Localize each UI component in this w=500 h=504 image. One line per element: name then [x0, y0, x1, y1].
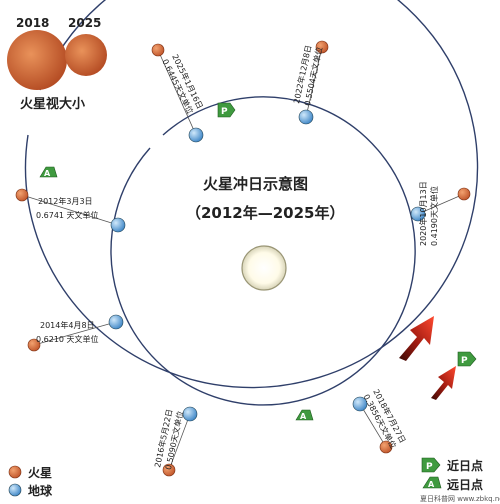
svg-text:2014年4月8日: 2014年4月8日 [40, 320, 95, 330]
legend-perihelion-label: 近日点 [447, 458, 483, 473]
svg-text:0.4190天文单位: 0.4190天文单位 [429, 186, 439, 246]
size-label-2025: 2025 [68, 16, 101, 30]
earth-perihelion-marker: P [217, 102, 236, 118]
mars-2016 [162, 463, 176, 477]
svg-text:A: A [300, 412, 307, 421]
earth-2020 [410, 206, 426, 222]
svg-text:2020年10月13日: 2020年10月13日 [418, 181, 428, 246]
mars-2018-size [7, 30, 67, 90]
earth-2022 [298, 109, 314, 125]
legend-aphelion-label: 远日点 [447, 477, 483, 492]
svg-text:2012年3月3日: 2012年3月3日 [38, 196, 93, 206]
legend-aphelion-icon: A [422, 476, 442, 489]
alignment-line-2025 [157, 49, 197, 136]
earth-orbit [110, 96, 416, 406]
earth-aphelion-marker: A [295, 409, 314, 421]
watermark: 夏日科普网 www.zbkq.net [420, 494, 500, 503]
legend-earth-label: 地球 [28, 483, 53, 498]
legend-earth-icon [8, 483, 22, 497]
size-caption: 火星视大小 [20, 96, 85, 112]
mars-perihelion-marker: P [457, 351, 477, 367]
legend-mars-icon [8, 465, 22, 479]
alignment-line-2016 [168, 413, 191, 471]
alignment-line-2018 [359, 403, 387, 448]
mars-2018 [379, 440, 393, 454]
mars-2014 [27, 338, 41, 352]
label-2014: 2014年4月8日 0.6210 天文单位 [36, 320, 99, 344]
mars-2020 [457, 187, 471, 201]
size-label-2018: 2018 [16, 16, 49, 30]
svg-text:0.6210 天文单位: 0.6210 天文单位 [36, 334, 99, 344]
svg-text:P: P [461, 356, 468, 366]
legend: 火星 地球 P 近日点 A 远日点 [8, 457, 483, 498]
alignment-line-2022 [305, 46, 323, 118]
diagram-subtitle: （2012年—2025年） [186, 204, 345, 222]
earth-2014 [108, 314, 124, 330]
alignment-line-2012 [21, 194, 119, 226]
svg-text:A: A [44, 169, 51, 178]
label-2022: 2022年12月8日 0.5504天文单位 [291, 44, 324, 107]
mars-orbit [24, 0, 479, 389]
alignment-line-2020 [417, 193, 465, 215]
svg-text:P: P [221, 107, 228, 117]
mars-aphelion-marker: A [39, 166, 58, 178]
mars-2012 [15, 188, 29, 202]
earth-2012 [110, 217, 126, 233]
svg-text:A: A [428, 480, 435, 489]
label-2020: 2020年10月13日 0.4190天文单位 [418, 181, 439, 246]
svg-text:P: P [426, 462, 433, 472]
mars-2025 [151, 43, 165, 57]
mars-direction-arrow [399, 316, 434, 361]
sun [241, 245, 287, 291]
legend-perihelion-icon: P [421, 457, 441, 473]
earth-2018 [352, 396, 368, 412]
svg-text:0.6741 天文单位: 0.6741 天文单位 [36, 210, 99, 220]
alignment-line-2014 [33, 321, 117, 346]
earth-2025 [188, 127, 204, 143]
legend-mars-label: 火星 [28, 466, 52, 480]
label-2012: 2012年3月3日 0.6741 天文单位 [36, 196, 99, 220]
mars-2022 [315, 40, 329, 54]
earth-2016 [182, 406, 198, 422]
mars-2025-size [65, 34, 107, 76]
diagram-title: 火星冲日示意图 [203, 175, 308, 193]
label-2025: 2025年1月16日 0.6445天文单位 [160, 52, 205, 115]
earth-direction-arrow [431, 366, 456, 400]
